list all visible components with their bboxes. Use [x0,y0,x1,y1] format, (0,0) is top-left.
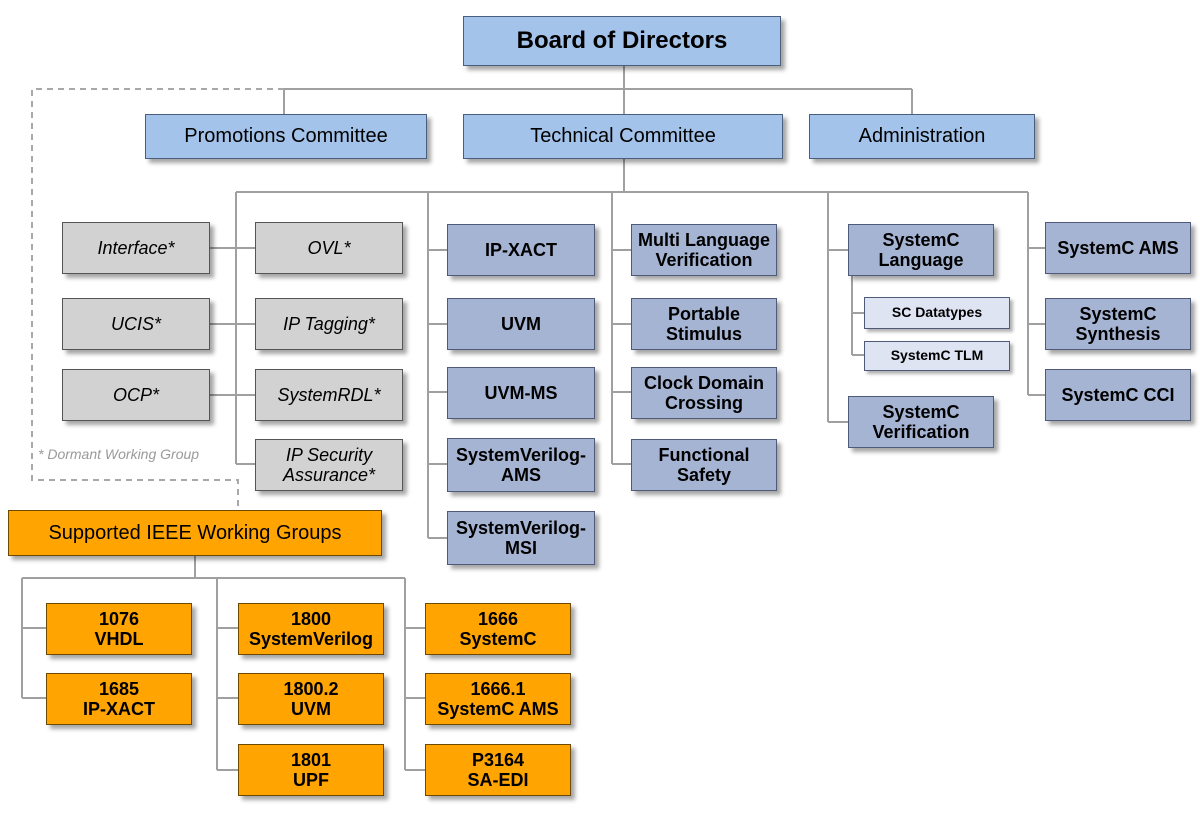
ip-security-group-label: IP Security Assurance* [282,444,376,485]
clock-domain-group-box: Clock Domain Crossing [631,367,777,419]
systemrdl-group-box: SystemRDL* [255,369,403,421]
systemc-ams-group-label: SystemC AMS [1057,237,1179,258]
systemc-synthesis-group-box: SystemC Synthesis [1045,298,1191,350]
administration-label: Administration [858,125,986,148]
ocp-group-box: OCP* [62,369,210,421]
std-1076-name: VHDL [94,629,144,649]
ip-security-group-box: IP Security Assurance* [255,439,403,491]
std-1800-name: SystemVerilog [248,629,374,649]
std-1666-1-number: 1666.1 [470,678,526,699]
std-p3164-number: P3164 [471,749,525,770]
ip-xact-group-box: IP-XACT [447,224,595,276]
administration-box: Administration [809,114,1035,159]
supported-ieee-box: Supported IEEE Working Groups [8,510,382,556]
sv-msi-group-box: SystemVerilog-MSI [447,511,595,565]
dormant-note: * Dormant Working Group [38,446,200,462]
interface-group-label: Interface* [97,237,175,258]
promotions-committee-label: Promotions Committee [184,125,388,148]
std-1800-number: 1800 [290,608,332,629]
std-1666-number: 1666 [477,608,519,629]
ip-xact-group-label: IP-XACT [485,239,557,260]
board-label: Board of Directors [516,26,728,54]
functional-safety-group-label: Functional Safety [658,444,750,485]
uvm-group-box: UVM [447,298,595,350]
std-1685-number: 1685 [98,678,140,699]
systemc-verification-group-label: SystemC Verification [872,401,970,442]
ovl-group-box: OVL* [255,222,403,274]
technical-committee-label: Technical Committee [530,125,716,148]
systemrdl-group-label: SystemRDL* [277,384,381,405]
ucis-group-box: UCIS* [62,298,210,350]
sv-ams-group-label: SystemVerilog-AMS [455,444,587,485]
ocp-group-label: OCP* [112,384,159,405]
systemc-cci-group-box: SystemC CCI [1045,369,1191,421]
clock-domain-group-label: Clock Domain Crossing [643,372,765,413]
systemc-ams-group-box: SystemC AMS [1045,222,1191,274]
ucis-group-label: UCIS* [110,313,161,334]
systemc-tlm-subgroup-label: SystemC TLM [890,347,984,364]
ip-tagging-group-label: IP Tagging* [283,313,375,334]
uvm-group-label: UVM [501,313,541,334]
sv-msi-group-label: SystemVerilog-MSI [455,517,587,558]
std-1076-number: 1076 [98,608,140,629]
std-1800-2-name: UVM [291,699,331,719]
portable-stimulus-group-box: Portable Stimulus [631,298,777,350]
std-1685-name: IP-XACT [83,699,155,719]
std-p3164-name: SA-EDI [467,770,529,790]
systemc-language-group-label: SystemC Language [878,229,964,270]
uvm-ms-group-label: UVM-MS [484,382,558,403]
std-1800-2-number: 1800.2 [283,678,339,699]
sc-datatypes-subgroup-box: SC Datatypes [864,297,1010,329]
std-1801-name: UPF [292,770,329,790]
ovl-group-label: OVL* [307,237,351,258]
portable-stimulus-group-label: Portable Stimulus [665,303,742,344]
technical-committee-box: Technical Committee [463,114,783,159]
systemc-tlm-subgroup-box: SystemC TLM [864,341,1010,371]
multi-language-group-label: Multi Language Verification [638,229,770,270]
functional-safety-group-box: Functional Safety [631,439,777,491]
ip-tagging-group-box: IP Tagging* [255,298,403,350]
sv-ams-group-box: SystemVerilog-AMS [447,438,595,492]
std-1801-number: 1801 [290,749,332,770]
uvm-ms-group-box: UVM-MS [447,367,595,419]
systemc-synthesis-group-label: SystemC Synthesis [1075,303,1161,344]
std-1666-1-name: SystemC AMS [437,699,559,719]
systemc-verification-group-box: SystemC Verification [848,396,994,448]
interface-group-box: Interface* [62,222,210,274]
supported-ieee-label: Supported IEEE Working Groups [48,521,342,544]
systemc-cci-group-label: SystemC CCI [1061,384,1175,405]
promotions-committee-box: Promotions Committee [145,114,427,159]
sc-datatypes-subgroup-label: SC Datatypes [891,304,983,321]
std-1666-name: SystemC [459,629,537,649]
board-of-directors-box: Board of Directors [463,16,781,66]
systemc-language-group-box: SystemC Language [848,224,994,276]
multi-language-group-box: Multi Language Verification [631,224,777,276]
